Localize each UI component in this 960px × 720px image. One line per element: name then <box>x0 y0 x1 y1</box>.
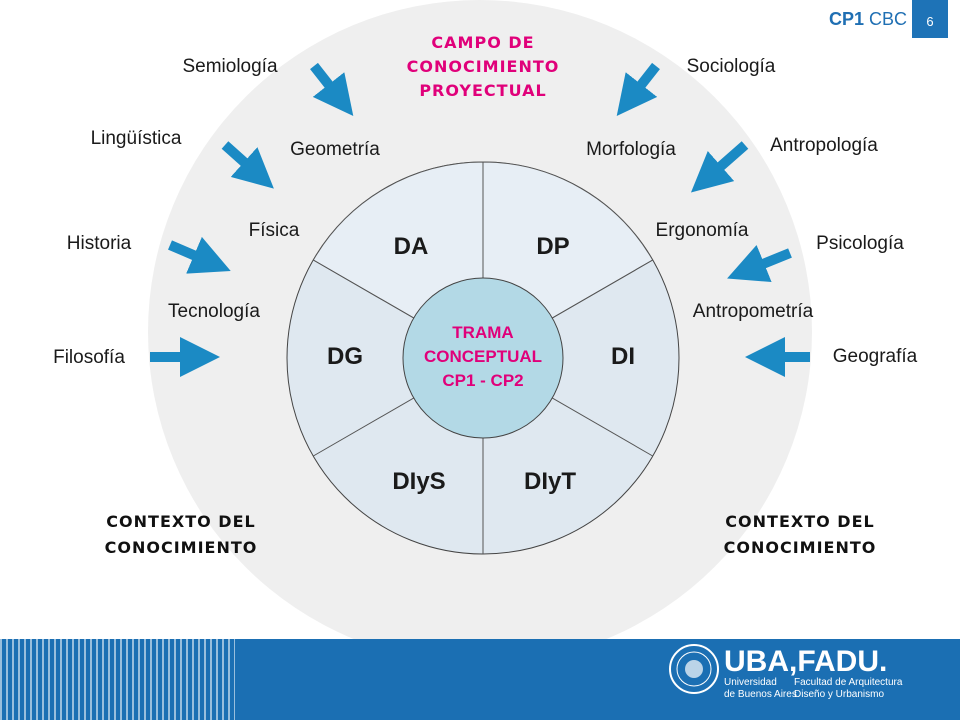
page-number: 6 <box>912 0 948 38</box>
trama-conceptual-circle <box>402 277 564 439</box>
arrow-sociologia <box>616 62 660 117</box>
label-semiologia: Semiología <box>182 56 278 77</box>
sector-label-dp: DP <box>536 233 570 260</box>
contexto-right: CONTEXTO DEL CONOCIMIENTO <box>724 509 877 561</box>
label-geografia: Geografía <box>832 346 918 367</box>
center-line-3: CP1 - CP2 <box>442 371 524 390</box>
center-line-1: TRAMA <box>452 323 514 342</box>
course-cycle: CBC <box>869 9 908 29</box>
campo-line-1: CAMPO DE <box>431 33 535 52</box>
label-filosofia: Filosofía <box>53 347 125 368</box>
arrow-psicologia <box>727 244 792 283</box>
label-antropometria: Antropometría <box>692 301 814 322</box>
arrow-historia <box>168 236 231 274</box>
sector-label-diys: DIyS <box>392 468 446 495</box>
label-fisica: Física <box>248 220 300 241</box>
course-code: CP1 <box>829 9 865 29</box>
university-name: Universidad de Buenos Aires <box>724 677 797 701</box>
contexto-right-line-2: CONOCIMIENTO <box>723 538 877 557</box>
university-line-1: Universidad <box>724 677 777 688</box>
course-tag: CP1 CBC <box>829 9 907 30</box>
contexto-right-line-1: CONTEXTO DEL <box>725 512 875 531</box>
sector-label-dg: DG <box>327 343 363 370</box>
label-antropologia: Antropología <box>770 135 878 156</box>
campo-conocimiento-title: CAMPO DE CONOCIMIENTO PROYECTUAL <box>407 31 560 103</box>
sector-label-diyt: DIyT <box>523 468 577 495</box>
campo-line-3: PROYECTUAL <box>419 81 547 100</box>
faculty-line-1: Facultad de Arquitectura <box>794 677 903 688</box>
label-tecnologia: Tecnología <box>168 301 260 322</box>
sector-label-da: DA <box>393 233 429 260</box>
arrow-linguistica <box>221 141 274 189</box>
contexto-left: CONTEXTO DEL CONOCIMIENTO <box>105 509 258 561</box>
trama-conceptual-label: TRAMA CONCEPTUAL CP1 - CP2 <box>424 321 542 393</box>
uba-fadu-logo: UBA,FADU. <box>724 645 888 678</box>
label-linguistica: Lingüística <box>90 128 182 149</box>
sector-label-di: DI <box>611 343 635 370</box>
arrow-semiologia <box>310 62 354 117</box>
label-morfologia: Morfología <box>586 139 676 160</box>
label-historia: Historia <box>66 233 132 254</box>
contexto-left-line-1: CONTEXTO DEL <box>106 512 256 531</box>
faculty-line-2: Diseño y Urbanismo <box>794 689 885 700</box>
arrows <box>150 62 810 377</box>
center-line-2: CONCEPTUAL <box>423 347 543 366</box>
university-line-2: de Buenos Aires <box>724 689 797 700</box>
university-seal-icon <box>669 644 719 694</box>
contexto-left-line-2: CONOCIMIENTO <box>104 538 258 557</box>
faculty-name: Facultad de Arquitectura Diseño y Urbani… <box>794 677 902 701</box>
campo-line-2: CONOCIMIENTO <box>406 57 560 76</box>
label-psicologia: Psicología <box>816 233 904 254</box>
arrow-antropologia <box>690 141 749 193</box>
label-geometria: Geometría <box>290 139 380 160</box>
footer-stripes <box>0 639 235 720</box>
label-ergonomia: Ergonomía <box>655 220 749 241</box>
label-sociologia: Sociología <box>686 56 776 77</box>
